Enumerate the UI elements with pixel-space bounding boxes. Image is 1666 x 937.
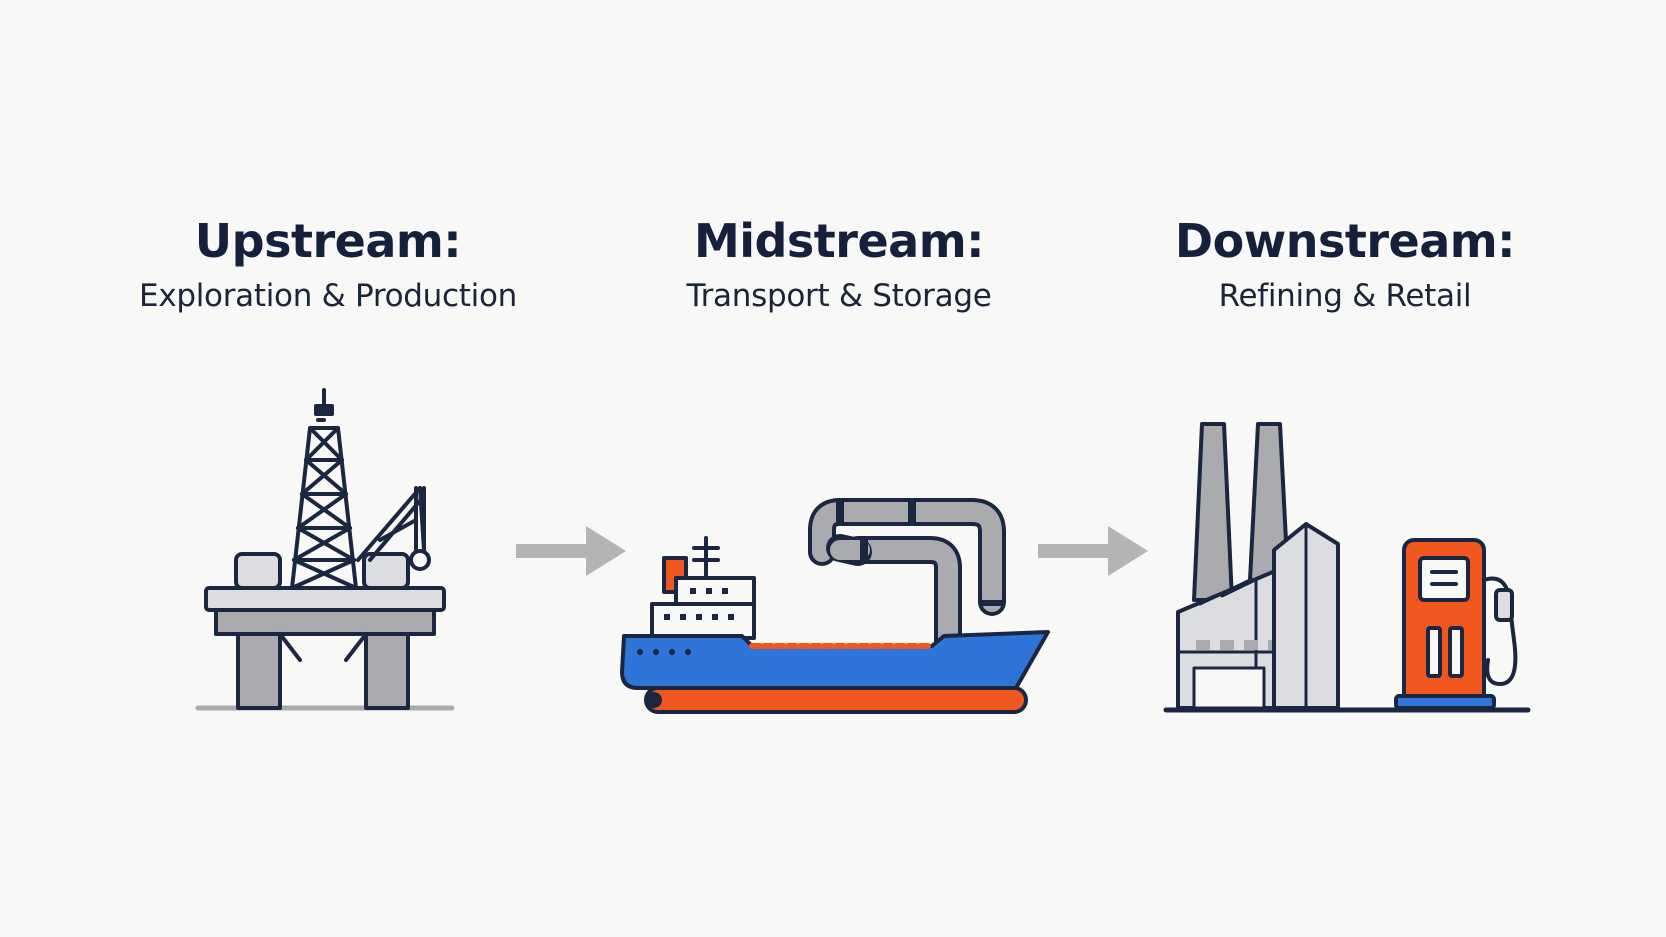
tanker-ship-icon	[620, 498, 1050, 714]
oil-rig-icon	[195, 388, 455, 711]
arrow-right-icon	[516, 526, 626, 576]
midstream-subtitle: Transport & Storage	[686, 278, 992, 314]
downstream-subtitle: Refining & Retail	[1218, 278, 1472, 314]
arrow-right-icon-2	[1038, 526, 1148, 576]
upstream-title: Upstream:	[194, 214, 462, 268]
downstream-title: Downstream:	[1174, 214, 1516, 268]
refinery-fuel-pump-icon	[1163, 422, 1531, 713]
upstream-subtitle: Exploration & Production	[139, 278, 517, 314]
midstream-title: Midstream:	[693, 214, 985, 268]
